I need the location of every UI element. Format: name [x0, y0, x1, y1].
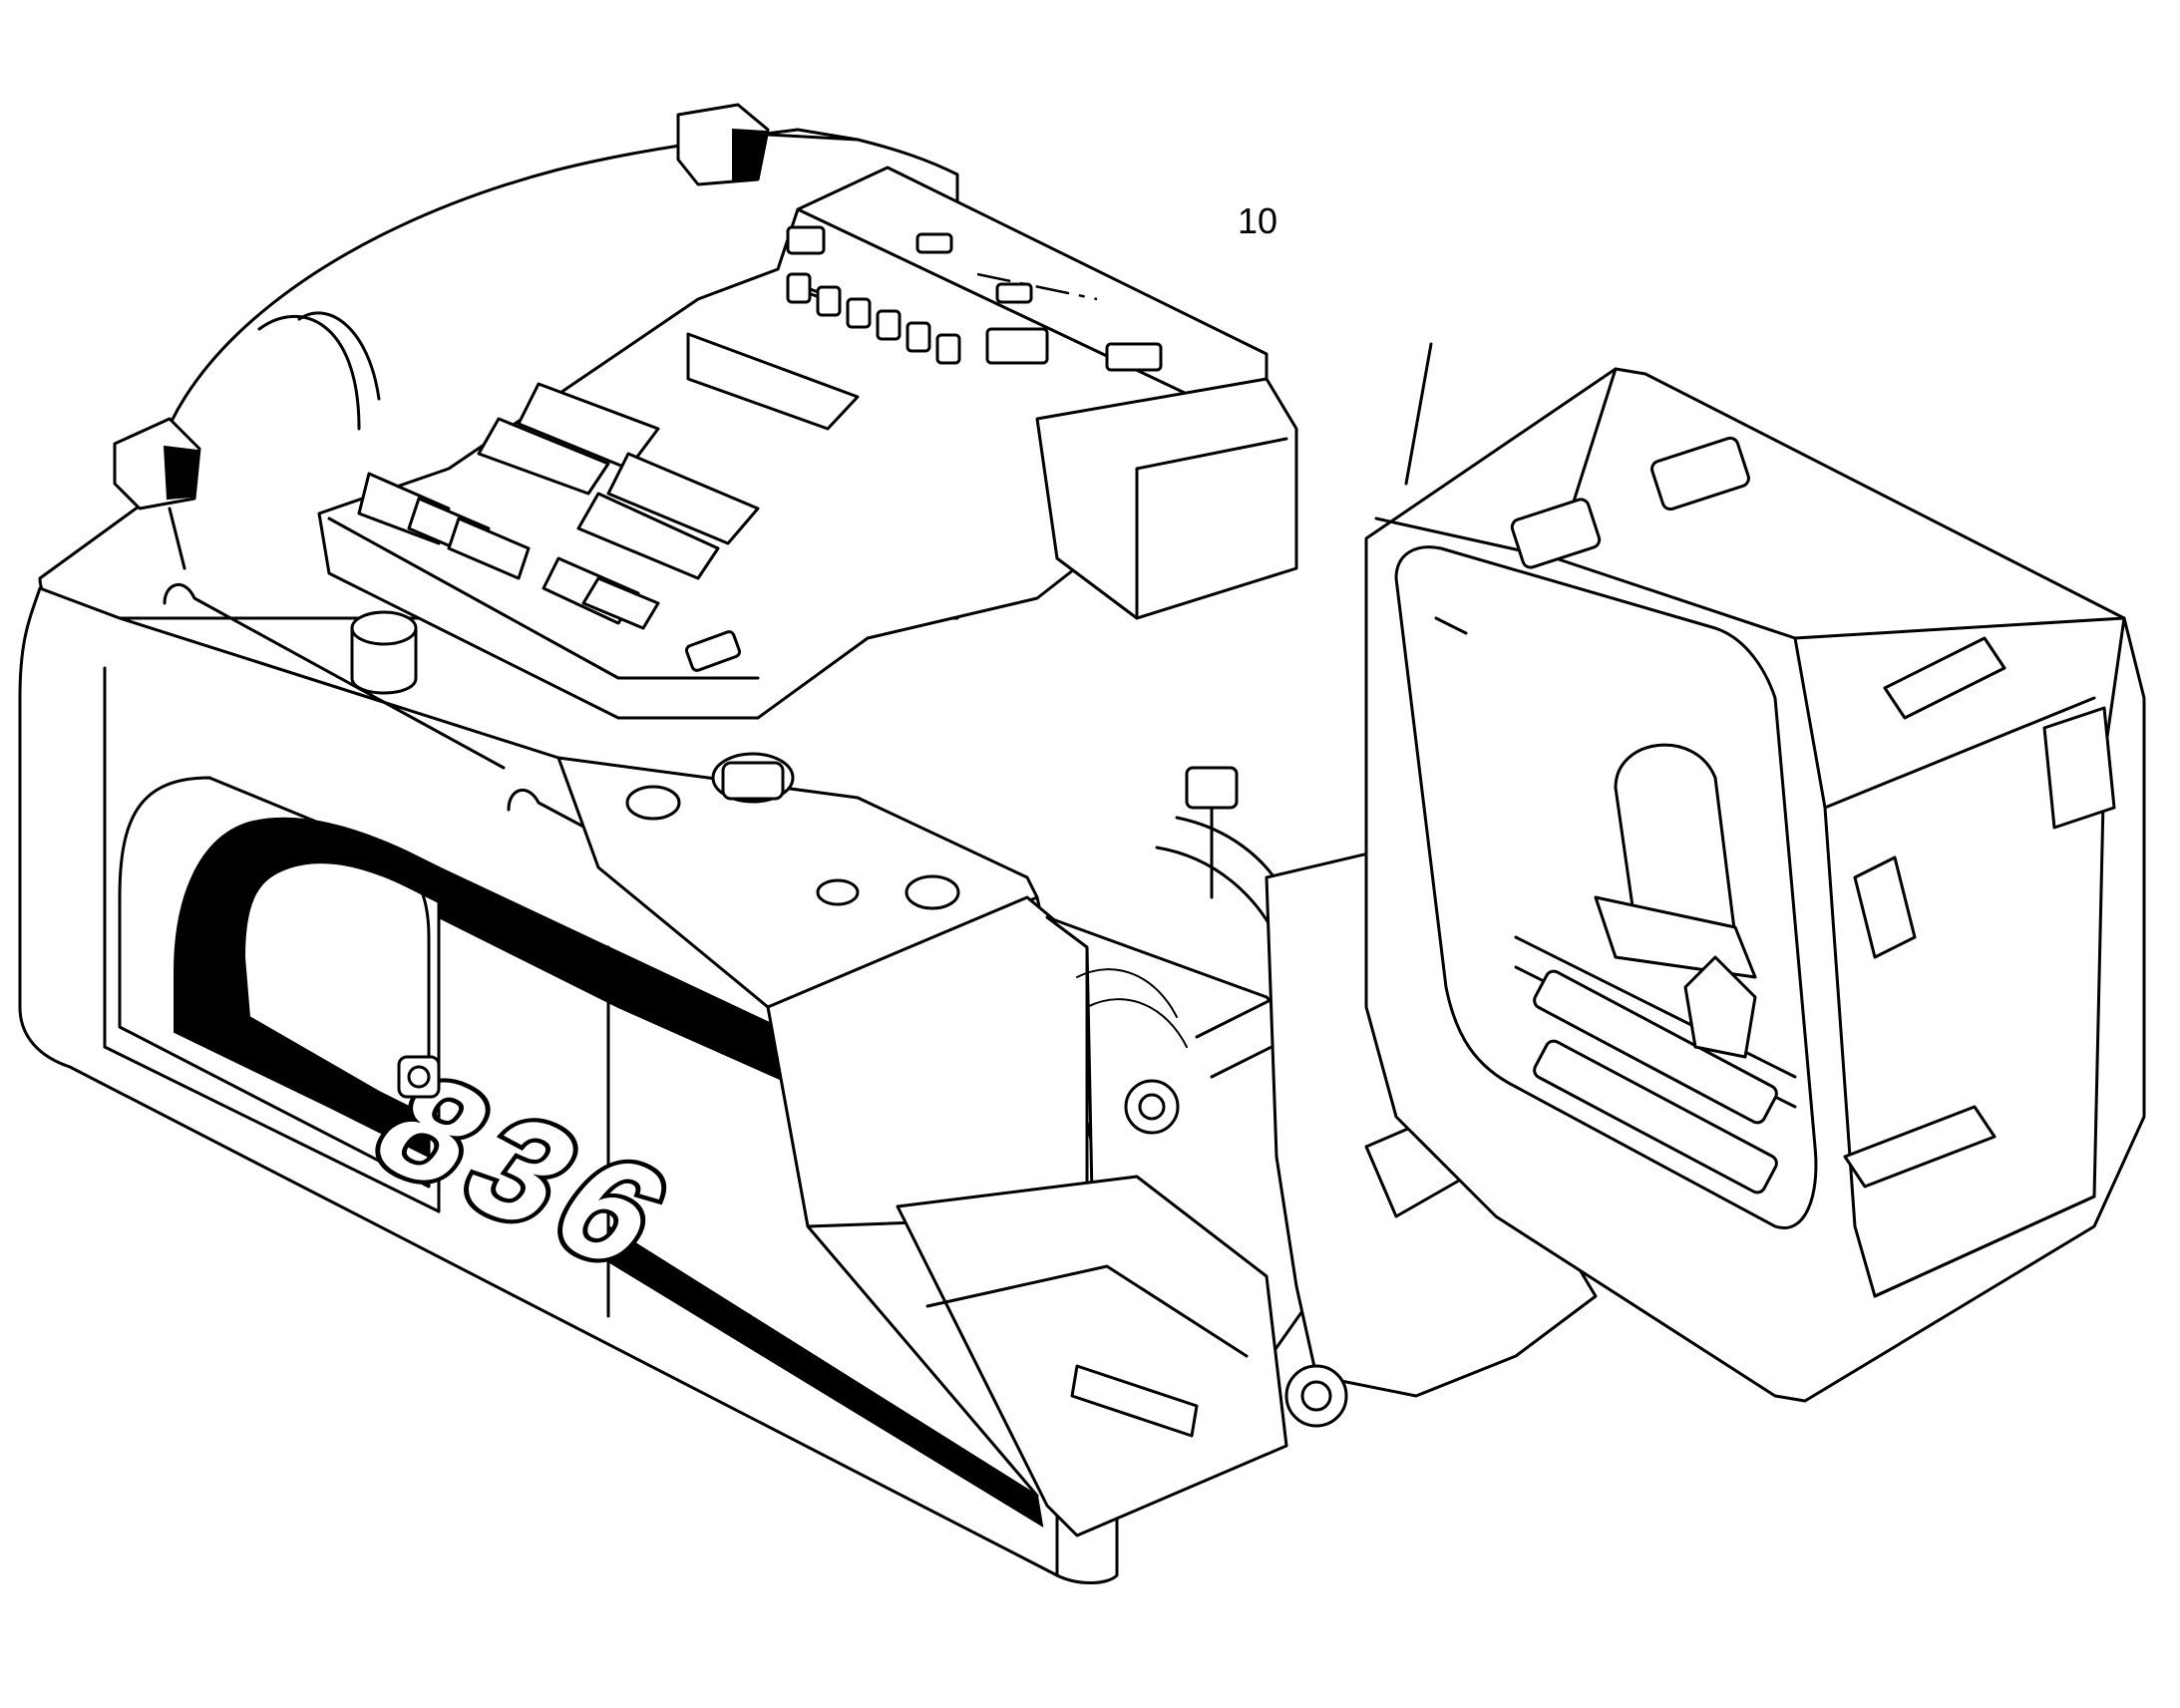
- logo-badge: [397, 1055, 441, 1099]
- callout-10: 10: [1238, 200, 1277, 241]
- service-cover: [556, 752, 1089, 1498]
- engine-hood: [317, 166, 1269, 720]
- hood-vents: [357, 272, 961, 672]
- stripe-decal: [174, 817, 1044, 1528]
- lower-tray: [896, 1175, 1288, 1537]
- operator-cab: [1364, 342, 2146, 1403]
- work-light-left: [113, 417, 201, 570]
- rear-cover: [1035, 377, 1298, 620]
- work-light-rear: [676, 103, 860, 186]
- filler-cap: [350, 610, 418, 695]
